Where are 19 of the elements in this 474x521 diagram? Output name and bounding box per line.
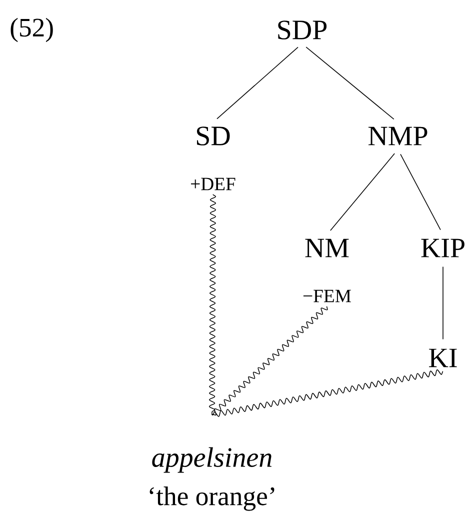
association-line — [212, 369, 444, 417]
branch-line — [442, 266, 444, 340]
branch-line — [330, 153, 395, 231]
category-label: NM — [305, 238, 349, 258]
category-label: KI — [429, 348, 457, 368]
gloss: ‘the orange’ — [150, 486, 274, 511]
word-form: appelsinen — [152, 447, 272, 473]
category-label: KIP — [421, 238, 464, 258]
category-label: NMP — [368, 126, 428, 146]
branch-line — [306, 46, 394, 120]
branch-line — [400, 154, 441, 230]
association-line — [208, 194, 216, 416]
example-number: (52) — [10, 18, 53, 42]
category-label: SD — [196, 126, 230, 146]
feature-label: +DEF — [191, 178, 236, 190]
feature-label: −FEM — [303, 290, 351, 302]
category-label: SDP — [278, 20, 327, 40]
association-line — [212, 306, 328, 416]
branch-line — [216, 46, 298, 120]
